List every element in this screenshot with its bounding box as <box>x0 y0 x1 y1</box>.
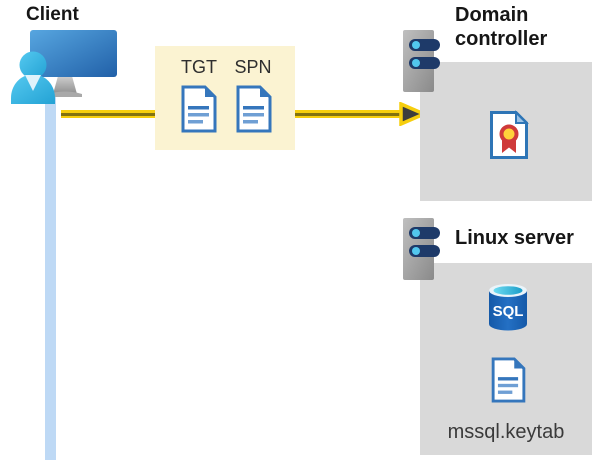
sql-database-icon: SQL <box>489 284 527 331</box>
sql-icon-label: SQL <box>493 303 524 320</box>
linux-server-label: Linux server <box>455 227 574 249</box>
certificate-icon <box>490 110 529 159</box>
keytab-filename-label: mssql.keytab <box>447 421 565 443</box>
person-icon <box>11 51 55 104</box>
client-label: Client <box>26 4 79 25</box>
arrow-head-icon <box>399 102 427 126</box>
domain-controller-label-line1: Domain <box>455 4 529 26</box>
monitor-icon <box>30 30 117 97</box>
domain-controller-label-line2: controller <box>455 28 548 50</box>
server-icon <box>403 30 440 92</box>
server-icon <box>403 218 440 280</box>
keytab-document-icon <box>491 357 526 403</box>
tgt-document-icon <box>181 85 217 133</box>
domain-controller-label: Domain controller <box>455 3 547 51</box>
client-icon <box>11 30 117 104</box>
ticket-message-box: TGT SPN <box>155 46 295 150</box>
spn-document-icon <box>236 85 272 133</box>
spn-label: SPN <box>234 57 272 77</box>
tgt-label: TGT <box>181 57 217 77</box>
client-connection-line <box>45 95 56 460</box>
